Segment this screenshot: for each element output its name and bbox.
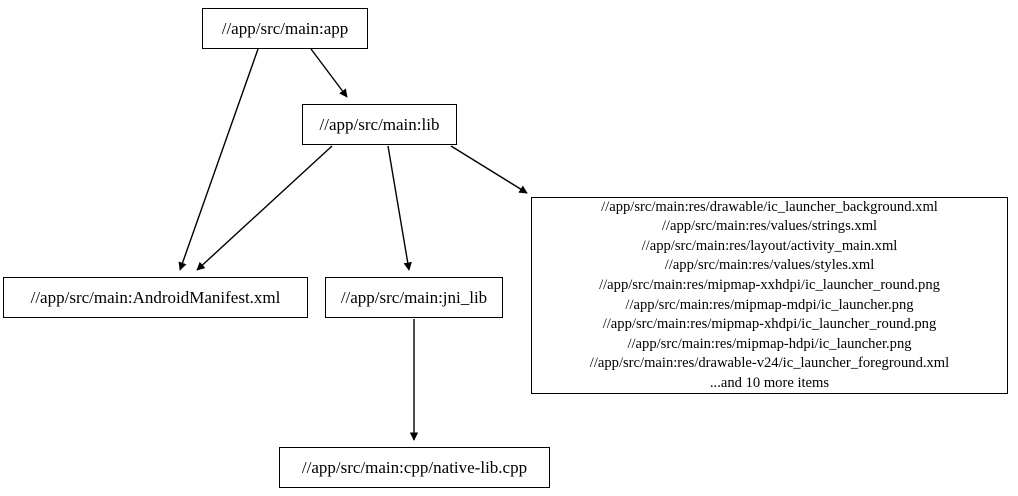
graph-node-resources-line: //app/src/main:res/layout/activity_main.… [641, 237, 898, 254]
graph-node-lib-label: //app/src/main:lib [319, 114, 440, 134]
edge-app-to-manifest [178, 48, 259, 271]
graph-node-resources-line: //app/src/main:res/mipmap-xxhdpi/ic_laun… [599, 276, 940, 293]
graph-node-resources-line: //app/src/main:res/drawable-v24/ic_launc… [589, 355, 950, 372]
graph-node-resources-line: //app/src/main:res/drawable/ic_launcher_… [601, 198, 938, 215]
graph-node-resources-line: //app/src/main:res/mipmap-mdpi/ic_launch… [625, 296, 914, 313]
edge-lib-to-manifest [196, 145, 333, 271]
edge-lib-to-resources [450, 145, 528, 194]
graph-node-resources[interactable]: //app/src/main:res/drawable/ic_launcher_… [531, 197, 1008, 394]
graph-node-native-lib-cpp[interactable]: //app/src/main:cpp/native-lib.cpp [279, 447, 550, 488]
graph-node-resources-line: //app/src/main:res/mipmap-hdpi/ic_launch… [627, 335, 912, 352]
edge-lib-to-jni-lib [387, 145, 412, 271]
graph-node-resources-line: ...and 10 more items [709, 374, 830, 391]
graph-node-android-manifest[interactable]: //app/src/main:AndroidManifest.xml [3, 277, 308, 318]
edge-app-to-lib [310, 48, 348, 98]
graph-node-resources-label: //app/src/main:res/drawable/ic_launcher_… [584, 198, 955, 394]
graph-node-lib[interactable]: //app/src/main:lib [302, 104, 457, 145]
graph-node-resources-line: //app/src/main:res/values/strings.xml [661, 218, 878, 235]
graph-node-resources-line: //app/src/main:res/values/styles.xml [664, 257, 875, 274]
graph-node-android-manifest-label: //app/src/main:AndroidManifest.xml [30, 287, 281, 307]
graph-node-resources-line: //app/src/main:res/mipmap-xhdpi/ic_launc… [602, 316, 937, 333]
graph-node-app[interactable]: //app/src/main:app [202, 8, 368, 49]
graph-node-app-label: //app/src/main:app [221, 18, 349, 38]
graph-node-jni-lib[interactable]: //app/src/main:jni_lib [325, 277, 503, 318]
graph-node-native-lib-cpp-label: //app/src/main:cpp/native-lib.cpp [301, 457, 528, 477]
graph-node-jni-lib-label: //app/src/main:jni_lib [340, 287, 488, 307]
